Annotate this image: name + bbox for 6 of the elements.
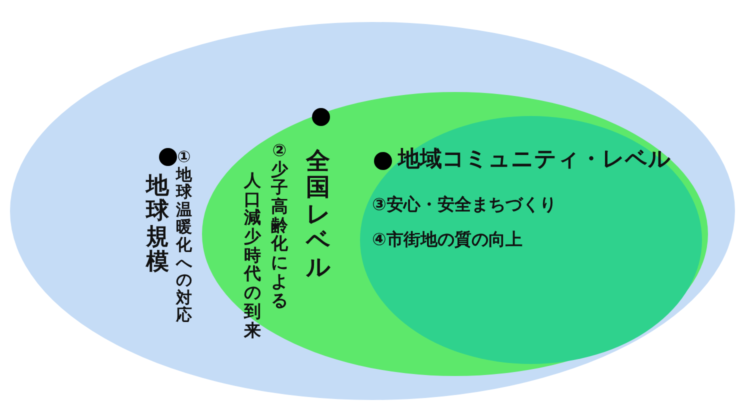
level-heading: 全国レベル — [306, 148, 330, 280]
level-heading: 地球規模 — [146, 174, 169, 276]
topic-text: ③安心・安全まちづくり — [372, 195, 556, 216]
level-heading: 地域コミュニティ・レベル — [398, 147, 671, 174]
topic-text: ④市街地の質の向上 — [372, 230, 522, 250]
topic-text: ①地球温暖化への対応 — [176, 148, 192, 324]
